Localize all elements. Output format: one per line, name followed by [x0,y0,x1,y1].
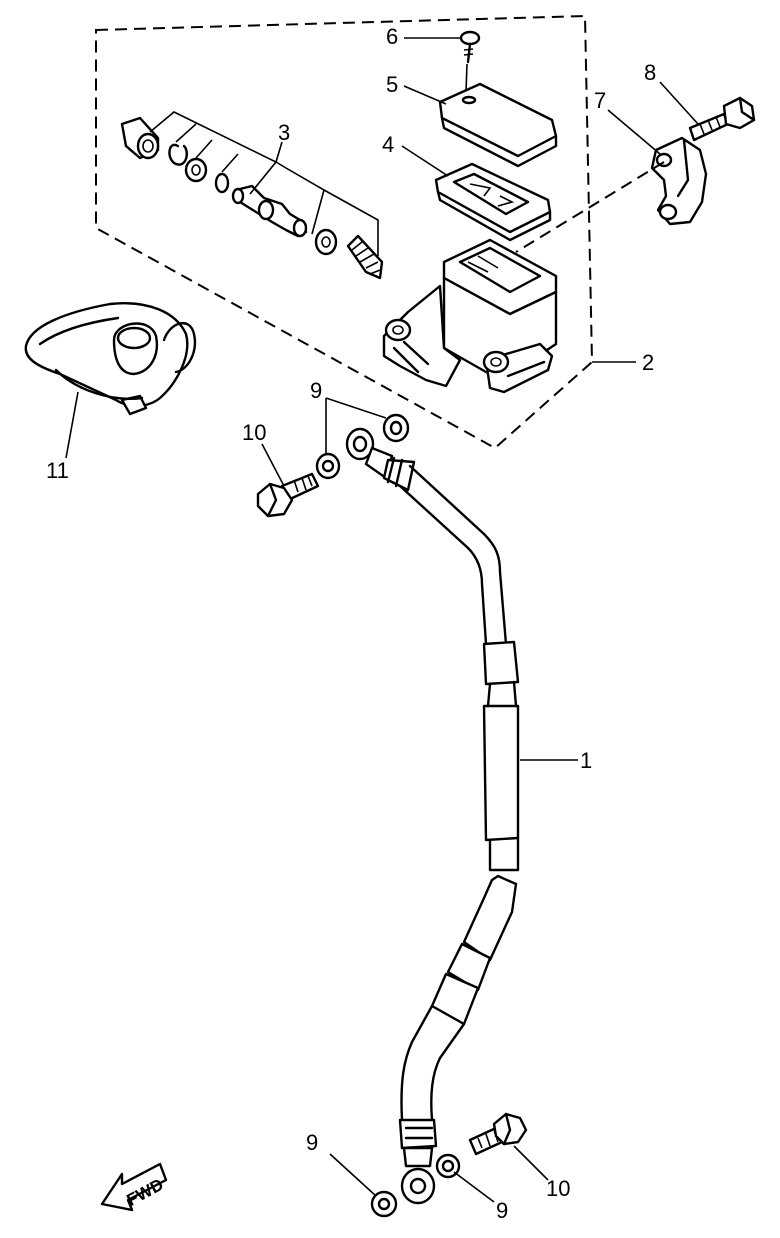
assembly-boundary [95,14,594,450]
union-bolt-upper [256,472,320,518]
part-5-reservoir-cap [438,82,558,168]
washer-upper-b [315,452,341,480]
fwd-direction-marker: FWD [100,1162,168,1212]
part-3-piston-kit [120,111,384,280]
callout-11: 11 [46,458,69,483]
leader-lines [65,37,699,1203]
callout-8: 8 [644,60,656,85]
washer-lower-a [370,1190,398,1218]
callout-9-lower-left: 9 [306,1130,318,1155]
callout-2: 2 [642,350,654,375]
callout-10-upper: 10 [242,420,266,445]
part-2-master-cylinder [382,238,558,394]
callout-1: 1 [580,748,592,773]
callout-4: 4 [382,132,394,157]
callout-9-upper: 9 [310,378,322,403]
part-4-diaphragm [434,162,552,242]
callout-9-lower-right: 9 [496,1198,508,1223]
part-6-screw [459,30,481,93]
washer-lower-b [435,1153,461,1179]
callout-3: 3 [278,120,290,145]
washer-upper-a [382,413,410,443]
callout-6: 6 [386,24,398,49]
part-7-holder [650,136,708,226]
callout-7: 7 [594,88,606,113]
holder-alignment-line [515,161,665,253]
part-1-brake-hose [345,427,520,1205]
callout-5: 5 [386,72,398,97]
union-bolt-lower [468,1112,528,1156]
part-8-bolt [688,96,756,142]
part-11-cover [24,302,197,416]
callout-10-lower: 10 [546,1176,570,1201]
